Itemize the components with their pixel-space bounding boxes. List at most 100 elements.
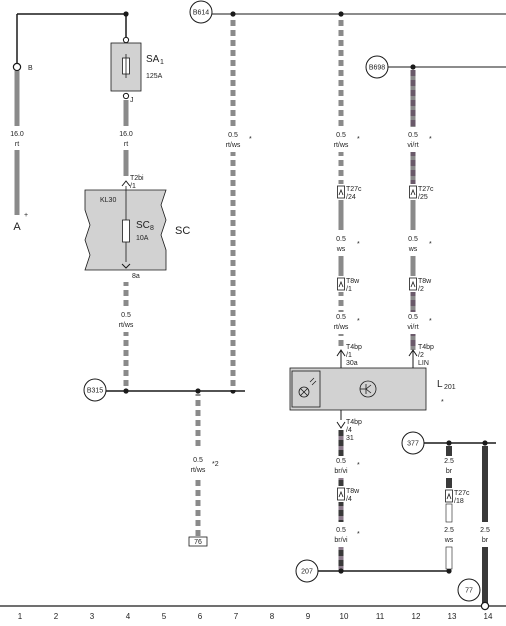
wire-col10-lower: T4bp /4 31 0.5 br/vi * T8w /4 0.5 br/vi …	[334, 410, 362, 571]
col13-w2-color: ws	[444, 537, 454, 544]
col10-low-w2-mark: *	[357, 531, 360, 538]
wire-col14: 2.5 br 77	[457, 446, 490, 611]
col13-c1-name: T27c	[454, 490, 470, 497]
top-bus	[16, 11, 506, 66]
lamp-icon	[298, 377, 317, 398]
col12-w2-size: 0.5	[408, 236, 418, 243]
col13-w2-size: 2.5	[444, 527, 454, 534]
col10-low-c1-name: T4bp	[346, 419, 362, 426]
ref-377-label: 377	[407, 441, 419, 448]
ref-b614-label: B614	[193, 10, 209, 17]
sc-box-label: SC	[175, 225, 190, 237]
col10-low-c2-name: T8w	[346, 488, 360, 495]
col10-c1-name: T27c	[346, 186, 362, 193]
col14-size: 2.5	[480, 527, 490, 534]
column-number: 5	[162, 612, 167, 621]
bus-207: 207	[295, 559, 452, 583]
b315-bus: B315	[83, 378, 245, 402]
col10-w2-color: ws	[336, 246, 346, 253]
component-name: L	[437, 379, 443, 390]
col10-w2-size: 0.5	[336, 236, 346, 243]
sc-fuse-box: T2bi /1 KL30 SC 8 10A SC 8a 0.5 rt/ws	[84, 175, 190, 390]
component-mark: *	[441, 399, 444, 406]
col10-w2-mark: *	[357, 241, 360, 248]
wire6-mark: *2	[212, 461, 219, 468]
column-number: 2	[54, 612, 59, 621]
wire7-mark: *	[249, 136, 252, 143]
col14-color: br	[482, 537, 489, 544]
wire7-color: rt/ws	[226, 142, 241, 149]
col12-c3-term: LIN	[418, 360, 429, 367]
sc-fuse-name: SC	[136, 220, 150, 231]
column-number: 3	[90, 612, 95, 621]
column-number: 7	[234, 612, 239, 621]
col10-c3-term: 30a	[346, 360, 358, 367]
battery-plus: +	[24, 212, 28, 219]
column-number: 6	[198, 612, 203, 621]
col12-c3-name: T4bp	[418, 344, 434, 351]
col12-w2-mark: *	[429, 241, 432, 248]
col10-c2-name: T8w	[346, 278, 360, 285]
col12-c2-name: T8w	[418, 278, 432, 285]
col12-w1-mark: *	[429, 136, 432, 143]
col10-w1-size: 0.5	[336, 132, 346, 139]
col10-low-w1-color: br/vi	[334, 468, 348, 475]
wire-col10: 0.5 rt/ws * T27c /24 0.5 ws * T8w /1 0.5…	[334, 17, 362, 368]
ref-207-label: 207	[301, 569, 313, 576]
col12-c1-name: T27c	[418, 186, 434, 193]
fuse-sa-out-size: 16.0	[119, 131, 133, 138]
column-number: 11	[376, 612, 385, 621]
col12-c1-pin: /25	[418, 194, 428, 201]
col12-w2-color: ws	[408, 246, 418, 253]
battery-wire-color: rt	[15, 141, 19, 148]
wire6-size: 0.5	[193, 457, 203, 464]
wire-col6: 0.5 rt/ws *2 76	[188, 394, 219, 547]
wire-col7: 0.5 rt/ws *	[226, 17, 252, 390]
battery-label-a: A	[13, 221, 21, 233]
fuse-sa-name: SA	[146, 54, 160, 65]
battery-wire-size: 16.0	[10, 131, 24, 138]
wire7-size: 0.5	[228, 132, 238, 139]
col13-w1-color: br	[446, 468, 453, 475]
sc-kl30: KL30	[100, 197, 116, 204]
component-l201: L 201 *	[289, 367, 456, 411]
battery-wire: B 16.0 rt + A	[10, 62, 33, 233]
transistor-icon	[359, 380, 377, 398]
sc-out-size: 0.5	[121, 312, 131, 319]
col12-w3-mark: *	[429, 318, 432, 325]
battery-terminal-b: B	[28, 65, 33, 72]
sc-fuse-sub: 8	[150, 225, 154, 232]
col10-w1-color: rt/ws	[334, 142, 349, 149]
col10-c3-name: T4bp	[346, 344, 362, 351]
col12-c2-pin: /2	[418, 286, 424, 293]
sc-out-color: rt/ws	[119, 322, 134, 329]
ref-77-label: 77	[465, 588, 473, 595]
col10-low-w2-size: 0.5	[336, 527, 346, 534]
column-number: 4	[126, 612, 131, 621]
col10-w3-color: rt/ws	[334, 324, 349, 331]
ref-b698-label: B698	[369, 65, 385, 72]
wire-col12: B698 0.5 vi/rt * T27c /25 0.5 ws * T8w /…	[365, 55, 506, 368]
column-number: 14	[484, 612, 493, 621]
column-number: 9	[306, 612, 311, 621]
col10-w3-mark: *	[357, 318, 360, 325]
col10-w3-size: 0.5	[336, 314, 346, 321]
col10-low-w2-color: br/vi	[334, 537, 348, 544]
col10-w1-mark: *	[357, 136, 360, 143]
fuse-sa-sub: 1	[160, 59, 164, 66]
col10-low-c1-term: 31	[346, 435, 354, 442]
col12-w1-color: vi/rt	[407, 142, 418, 149]
wire-col13: 2.5 br T27c /18 2.5 ws	[444, 446, 470, 570]
fuse-sa-out-color: rt	[124, 141, 128, 148]
col10-c1-pin: /24	[346, 194, 356, 201]
ref-b315-label: B315	[87, 388, 103, 395]
sc-conn-top: T2bi	[130, 175, 144, 182]
col12-w1-size: 0.5	[408, 132, 418, 139]
column-number: 12	[412, 612, 421, 621]
component-sub: 201	[444, 384, 456, 391]
col12-c3-pin: /2	[418, 352, 424, 359]
col10-low-w1-size: 0.5	[336, 458, 346, 465]
col10-c3-pin: /1	[346, 352, 352, 359]
